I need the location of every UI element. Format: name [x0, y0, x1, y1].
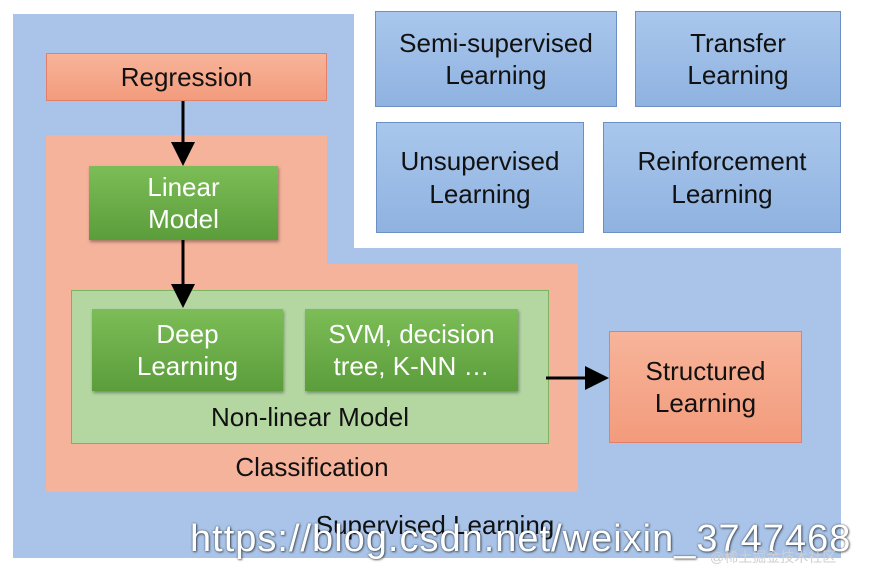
transfer-learning-label: Transfer Learning: [687, 27, 789, 91]
regression-box: Regression: [46, 53, 327, 101]
watermark-site: @稀土掘金技术社区: [710, 549, 837, 565]
semi-supervised-box: Semi-supervised Learning: [375, 11, 617, 107]
transfer-learning-box: Transfer Learning: [635, 11, 841, 107]
supervised-learning-label: Supervised Learning: [200, 506, 670, 544]
deep-learning-box: Deep Learning: [92, 309, 283, 391]
unsupervised-box: Unsupervised Learning: [376, 122, 584, 233]
watermark-url: https://blog.csdn.net/weixin_3747468: [190, 518, 852, 560]
unsupervised-label: Unsupervised Learning: [400, 146, 560, 209]
classification-label: Classification: [46, 448, 578, 486]
reinforcement-learning-box: Reinforcement Learning: [603, 122, 841, 233]
regression-label: Regression: [120, 61, 253, 92]
classification-text: Classification: [235, 451, 389, 482]
supervised-learning-text: Supervised Learning: [315, 509, 555, 540]
deep-learning-label: Deep Learning: [136, 318, 239, 382]
structured-learning-label: Structured Learning: [645, 355, 766, 419]
nonlinear-model-text: Non-linear Model: [211, 401, 409, 432]
structured-learning-box: Structured Learning: [609, 331, 802, 443]
linear-model-box: Linear Model: [89, 166, 278, 240]
svm-tree-knn-label: SVM, decision tree, K-NN …: [328, 318, 495, 382]
reinforcement-learning-label: Reinforcement Learning: [637, 146, 807, 209]
semi-supervised-label: Semi-supervised Learning: [399, 27, 593, 91]
nonlinear-model-label: Non-linear Model: [71, 398, 549, 436]
linear-model-label: Linear Model: [147, 171, 220, 235]
svm-tree-knn-box: SVM, decision tree, K-NN …: [305, 309, 518, 391]
